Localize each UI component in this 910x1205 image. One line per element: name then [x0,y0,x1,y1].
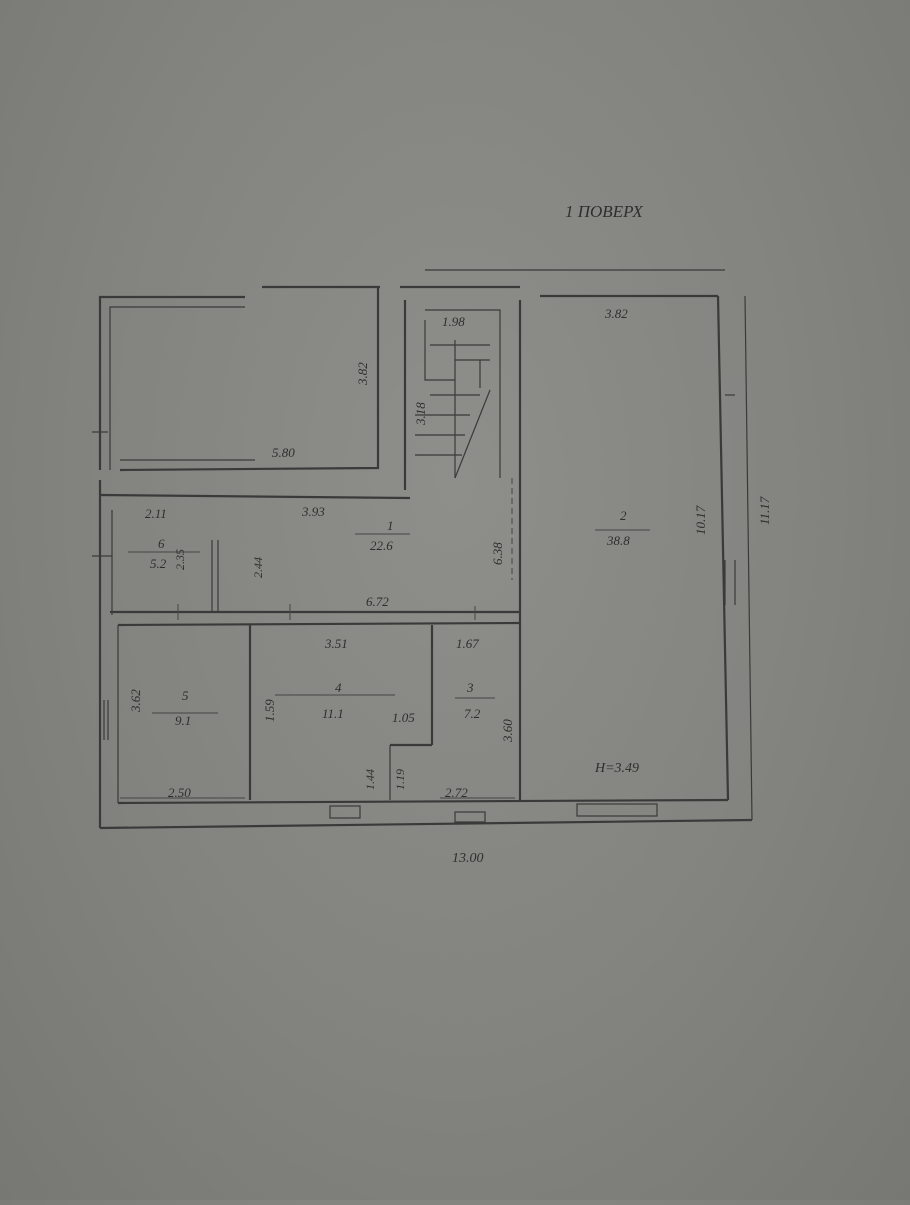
dim-stair-length: 3.18 [413,402,428,426]
dim-niche-depth-a: 1.44 [363,769,377,790]
room-5-area: 9.1 [175,713,191,728]
dim-room4-depth: 1.59 [262,699,277,722]
dim-niche-width: 1.05 [392,710,415,725]
exterior-walls [98,269,753,830]
dimension-lines [120,478,650,799]
dim-hall-right: 3.93 [301,504,325,519]
room-3-number: 3 [466,680,474,695]
dim-top-room-depth: 3.82 [355,362,370,386]
dim-room6-side: 2.44 [251,557,265,578]
room-5-number: 5 [182,688,189,703]
room-6-area: 5.2 [150,556,167,571]
plan-title: 1 ПОВЕРХ [565,202,643,221]
dim-top-room-width: 5.80 [272,445,295,460]
dim-hall-depth: 6.38 [490,542,505,565]
dim-room5-width: 2.50 [168,785,191,800]
dim-hall-width: 6.72 [366,594,389,609]
room-3-area: 7.2 [464,706,481,721]
window-marks [92,394,736,823]
dim-room6-depth: 2.35 [173,549,187,570]
dim-niche-depth-b: 1.19 [393,769,407,790]
dim-room4-width: 3.51 [324,636,348,651]
room-2-area: 38.8 [606,533,630,548]
dim-room2-depth: 10.17 [693,505,708,535]
room-4-number: 4 [335,680,342,695]
dim-hall-left: 2.11 [145,506,167,521]
dim-overall-width: 13.00 [452,851,484,866]
dim-room3-bottom: 2.72 [445,785,468,800]
ceiling-height-label: H=3.49 [594,761,639,776]
room-1-number: 1 [387,518,394,533]
room-1-area: 22.6 [370,538,393,553]
dim-stair-width: 1.98 [442,314,465,329]
room-4-area: 11.1 [322,706,344,721]
dim-room3-depth: 3.60 [500,719,515,743]
dim-room2-width: 3.82 [604,306,628,321]
room-2-number: 2 [620,508,627,523]
dim-room3-width: 1.67 [456,636,479,651]
dim-room5-depth: 3.62 [128,689,143,713]
staircase [415,309,501,479]
room-6-number: 6 [158,536,165,551]
dim-overall-depth: 11.17 [757,496,772,525]
